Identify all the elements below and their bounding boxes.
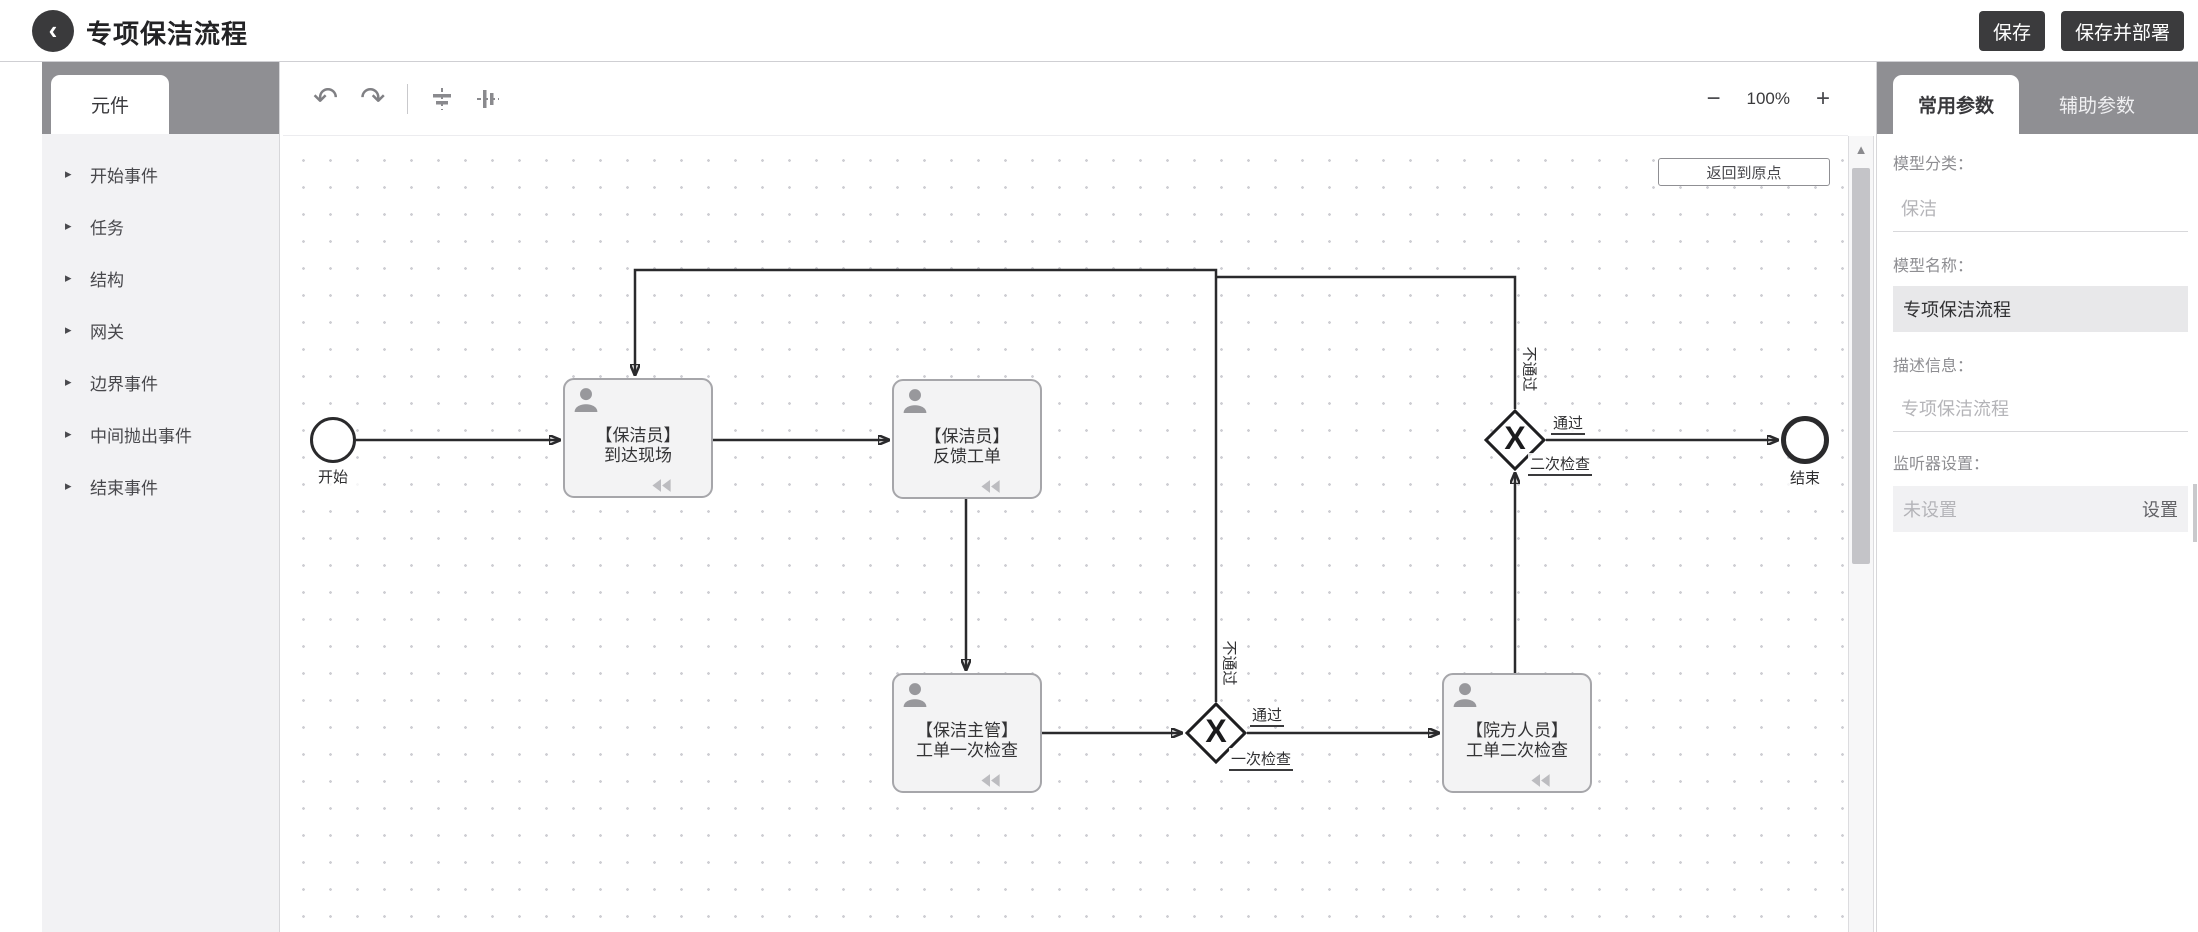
user-icon xyxy=(1453,683,1477,707)
task-node-first-check[interactable]: 【保洁主管】 工单一次检查 xyxy=(892,673,1042,793)
end-event-label: 结束 xyxy=(1775,467,1835,488)
task-node-second-check[interactable]: 【院方人员】 工单二次检查 xyxy=(1442,673,1592,793)
edge-label-pass[interactable]: 通过 xyxy=(1250,704,1285,727)
canvas-toolbar: ↶ ↷ − 100% + xyxy=(283,62,1848,136)
palette-sidebar: 元件 ▸ 开始事件 ▸ 任务 ▸ 结构 ▸ 网关 ▸ 边界事件 ▸ 中间抛出事件 xyxy=(42,62,280,932)
header-actions: 保存 保存并部署 xyxy=(1978,11,2184,51)
chevron-right-icon: ▸ xyxy=(65,218,72,233)
align-horizontal-center-icon[interactable] xyxy=(476,87,500,111)
edges-layer xyxy=(356,268,1848,932)
zoom-out-button[interactable]: − xyxy=(1706,85,1721,112)
zoom-level: 100% xyxy=(1746,89,1790,108)
description-field[interactable]: 专项保洁流程 xyxy=(1893,384,2188,432)
edge-label-fail[interactable]: 不通过 xyxy=(1219,638,1241,688)
chevron-right-icon: ▸ xyxy=(65,478,72,493)
undo-icon[interactable]: ↶ xyxy=(313,82,339,115)
task-node-feedback-ticket[interactable]: 【保洁员】 反馈工单 xyxy=(892,379,1042,499)
description-label: 描述信息： xyxy=(1893,358,1974,375)
edge-label-pass[interactable]: 通过 xyxy=(1551,412,1586,435)
palette-item-structure[interactable]: ▸ 结构 xyxy=(65,270,124,290)
start-event-node[interactable] xyxy=(310,417,356,463)
gateway2-name-label[interactable]: 二次检查 xyxy=(1528,453,1593,476)
scrollbar-thumb[interactable] xyxy=(1852,168,1870,564)
panel-scrollbar-thumb[interactable] xyxy=(2193,484,2197,542)
redo-icon[interactable]: ↷ xyxy=(360,82,386,115)
task-label-line2: 工单一次检查 xyxy=(916,741,1018,760)
zoom-controls: − 100% + xyxy=(1706,62,1830,136)
listener-settings-button[interactable]: 设置 xyxy=(2142,500,2178,520)
task-label-line1: 【院方人员】 xyxy=(1466,721,1568,740)
back-icon: ‹ xyxy=(48,14,58,45)
task-label-line1: 【保洁主管】 xyxy=(916,721,1018,740)
palette-item-gateway[interactable]: ▸ 网关 xyxy=(65,322,124,342)
model-name-label: 模型名称： xyxy=(1893,258,1974,275)
start-event-label: 开始 xyxy=(307,466,359,487)
edit-tools: ↶ ↷ xyxy=(313,62,500,136)
palette-list: ▸ 开始事件 ▸ 任务 ▸ 结构 ▸ 网关 ▸ 边界事件 ▸ 中间抛出事件 ▸ … xyxy=(42,148,279,512)
diagram-canvas[interactable]: 开始 【保洁员】 到达现场 【保洁员】 反馈工单 xyxy=(283,136,1848,932)
properties-panel: 常用参数 辅助参数 模型分类： 保洁 模型名称： 专项保洁流程 描述信息： 专项… xyxy=(1876,62,2198,932)
gateway1-name-label[interactable]: 一次检查 xyxy=(1229,748,1294,771)
end-event-node[interactable] xyxy=(1781,416,1829,464)
palette-item-start-event[interactable]: ▸ 开始事件 xyxy=(65,166,158,186)
compensation-marker-icon xyxy=(981,480,1000,493)
toolbar-divider xyxy=(407,84,409,114)
tab-auxiliary-params[interactable]: 辅助参数 xyxy=(2058,96,2135,117)
scroll-up-icon[interactable]: ▲ xyxy=(1854,142,1868,157)
task-label-line2: 到达现场 xyxy=(604,446,672,465)
listener-label: 监听器设置： xyxy=(1893,456,1990,473)
tab-common-params[interactable]: 常用参数 xyxy=(1893,75,2019,134)
user-icon xyxy=(574,388,598,412)
save-button[interactable]: 保存 xyxy=(1978,11,2045,51)
palette-tab[interactable]: 元件 xyxy=(51,75,169,134)
user-icon xyxy=(903,389,927,413)
task-label-line1: 【保洁员】 xyxy=(924,427,1010,446)
palette-item-intermediate-throw-event[interactable]: ▸ 中间抛出事件 xyxy=(65,426,192,446)
model-category-label: 模型分类： xyxy=(1893,156,1974,173)
chevron-right-icon: ▸ xyxy=(65,374,72,389)
chevron-right-icon: ▸ xyxy=(65,322,72,337)
task-label-line1: 【保洁员】 xyxy=(595,426,681,445)
panel-tabstrip: 常用参数 辅助参数 xyxy=(1877,62,2198,134)
compensation-marker-icon xyxy=(981,774,1000,787)
palette-tabstrip: 元件 xyxy=(42,62,279,134)
zoom-in-button[interactable]: + xyxy=(1815,85,1830,112)
header: ‹ 专项保洁流程 保存 保存并部署 xyxy=(0,0,2198,62)
task-label-line2: 反馈工单 xyxy=(933,447,1001,466)
edge-label-fail[interactable]: 不通过 xyxy=(1519,344,1541,394)
return-origin-button[interactable]: 返回到原点 xyxy=(1658,158,1830,186)
compensation-marker-icon xyxy=(1531,774,1550,787)
model-name-field[interactable]: 专项保洁流程 xyxy=(1893,286,2188,332)
align-vertical-center-icon[interactable] xyxy=(430,87,454,111)
page-title: 专项保洁流程 xyxy=(86,19,249,49)
canvas-scrollbar[interactable]: ▲ xyxy=(1848,136,1874,932)
edge-gateway2-fail-join[interactable] xyxy=(1217,275,1517,409)
listener-value: 未设置 xyxy=(1903,500,1957,520)
listener-field: 未设置 设置 xyxy=(1893,486,2188,532)
chevron-right-icon: ▸ xyxy=(65,270,72,285)
back-button[interactable]: ‹ xyxy=(32,10,74,52)
chevron-right-icon: ▸ xyxy=(65,166,72,181)
task-label-line2: 工单二次检查 xyxy=(1466,741,1568,760)
user-icon xyxy=(903,683,927,707)
edge-gateway1-fail-to-task1[interactable] xyxy=(635,268,1218,702)
save-deploy-button[interactable]: 保存并部署 xyxy=(2060,11,2184,51)
model-category-field[interactable]: 保洁 xyxy=(1893,184,2188,232)
palette-item-task[interactable]: ▸ 任务 xyxy=(65,218,124,238)
chevron-right-icon: ▸ xyxy=(65,426,72,441)
palette-item-boundary-event[interactable]: ▸ 边界事件 xyxy=(65,374,158,394)
task-node-arrive-scene[interactable]: 【保洁员】 到达现场 xyxy=(563,378,713,498)
compensation-marker-icon xyxy=(652,479,671,492)
palette-item-end-event[interactable]: ▸ 结束事件 xyxy=(65,478,158,498)
